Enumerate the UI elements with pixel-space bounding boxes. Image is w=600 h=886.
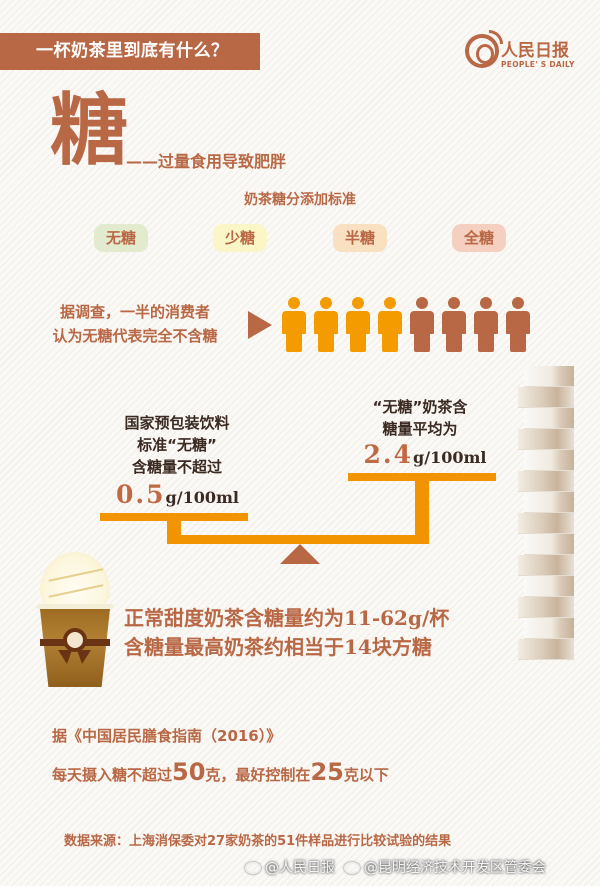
person-icon	[282, 297, 306, 353]
arrow-right-icon	[248, 311, 272, 339]
data-source: 数据来源：上海消保委对27家奶茶的51件样品进行比较试验的结果	[64, 834, 452, 849]
standard-label-line-1: 国家预包装饮料	[124, 414, 230, 432]
guideline-text-a: 每天摄入糖不超过	[52, 766, 173, 784]
topic-character: 糖	[50, 85, 129, 176]
balance-right-stem	[415, 479, 429, 541]
average-value-unit: g/100ml	[413, 448, 487, 467]
sugar-fact-line-1: 正常甜度奶茶含糖量约为11-62g/杯	[124, 606, 450, 630]
weibo-icon	[343, 862, 360, 874]
watermark-account-1: @人民日报	[265, 860, 335, 876]
guideline-text-b: 克，最好控制在	[205, 766, 311, 784]
standard-label: 国家预包装饮料 标准“无糖” 含糖量不超过	[92, 412, 262, 478]
fulcrum-triangle-icon	[280, 544, 320, 564]
balance-beam	[167, 535, 429, 544]
signal-wave-icon	[489, 30, 503, 44]
sugar-cube	[524, 450, 574, 471]
sugar-cube	[518, 387, 574, 408]
average-value-number: 2.4	[363, 440, 414, 469]
sugar-cube	[518, 597, 574, 618]
person-icon	[474, 297, 498, 353]
page-title-banner: 一杯奶茶里到底有什么？	[0, 33, 260, 70]
standard-value: 0.5g/100ml	[100, 480, 255, 509]
sugar-level-none: 无糖	[94, 224, 148, 252]
logo-english-text: PEOPLE' S DAILY	[501, 60, 575, 69]
sugar-cube	[518, 639, 574, 660]
survey-line-2: 认为无糖代表完全不含糖	[52, 327, 218, 345]
sugar-cube	[524, 576, 574, 597]
sugar-cube	[518, 471, 574, 492]
sugar-cube	[524, 366, 574, 387]
survey-text: 据调查，一半的消费者 认为无糖代表完全不含糖	[30, 300, 240, 348]
average-label-line-1: “无糖”奶茶含	[372, 398, 468, 416]
people-icon-row	[282, 297, 530, 353]
sugar-cube	[518, 513, 574, 534]
standard-value-number: 0.5	[116, 480, 166, 509]
sugar-level-full: 全糖	[452, 224, 506, 252]
guideline-ideal-grams: 25	[310, 758, 344, 786]
logo-chinese-text: 人民日报	[501, 41, 569, 61]
topic-subtitle: ——过量食用导致肥胖	[126, 152, 287, 171]
at-sign-icon	[465, 34, 499, 68]
whipped-cream	[40, 552, 110, 608]
survey-line-1: 据调查，一半的消费者	[59, 303, 210, 321]
cup-lid	[36, 604, 114, 609]
sugar-standard-title: 奶茶糖分添加标准	[244, 192, 356, 208]
sugar-level-low: 少糖	[213, 224, 267, 252]
sugar-fact: 正常甜度奶茶含糖量约为11-62g/杯 含糖量最高奶茶约相当于14块方糖	[124, 604, 449, 662]
person-icon	[378, 297, 402, 353]
bow-right	[77, 650, 91, 664]
balance-left-pan	[100, 513, 248, 521]
sugar-cube-stack	[518, 366, 574, 660]
guideline-text-c: 克以下	[343, 766, 389, 784]
average-label-line-2: 糖量平均为	[382, 420, 458, 438]
sugar-cube	[518, 429, 574, 450]
weibo-icon	[245, 862, 261, 874]
standard-label-line-3: 含糖量不超过	[131, 458, 222, 476]
sugar-cube	[524, 618, 574, 639]
people-daily-logo: 人民日报 PEOPLE' S DAILY	[465, 30, 575, 76]
watermark-account-2: @昆明经济技术开发区管委会	[363, 860, 546, 876]
person-icon	[442, 297, 466, 353]
person-icon	[410, 297, 434, 353]
person-icon	[314, 297, 338, 353]
sugar-cube	[524, 408, 574, 429]
guideline-line-1: 据《中国居民膳食指南（2016）》	[52, 727, 282, 745]
sugar-fact-line-2: 含糖量最高奶茶约相当于14块方糖	[124, 635, 432, 659]
guideline-max-grams: 50	[172, 758, 206, 786]
person-icon	[346, 297, 370, 353]
dietary-guideline: 据《中国居民膳食指南（2016）》 每天摄入糖不超过50克，最好控制在25克以下	[52, 718, 389, 793]
average-value: 2.4g/100ml	[350, 440, 500, 469]
cup-badge	[63, 628, 87, 652]
weibo-watermark: @人民日报 @昆明经济技术开发区管委会	[245, 857, 546, 877]
average-label: “无糖”奶茶含 糖量平均为	[340, 396, 500, 440]
bow-left	[58, 650, 72, 664]
standard-label-line-2: 标准“无糖”	[137, 436, 217, 454]
person-icon	[506, 297, 530, 353]
sugar-cube	[524, 534, 574, 555]
guideline-line-2: 每天摄入糖不超过50克，最好控制在25克以下	[52, 754, 389, 793]
sugar-level-half: 半糖	[333, 224, 387, 252]
balance-right-pan	[348, 473, 496, 481]
sugar-cube	[518, 555, 574, 576]
milk-tea-cup-illustration	[28, 552, 128, 692]
standard-value-unit: g/100ml	[165, 488, 239, 507]
sugar-cube	[524, 492, 574, 513]
